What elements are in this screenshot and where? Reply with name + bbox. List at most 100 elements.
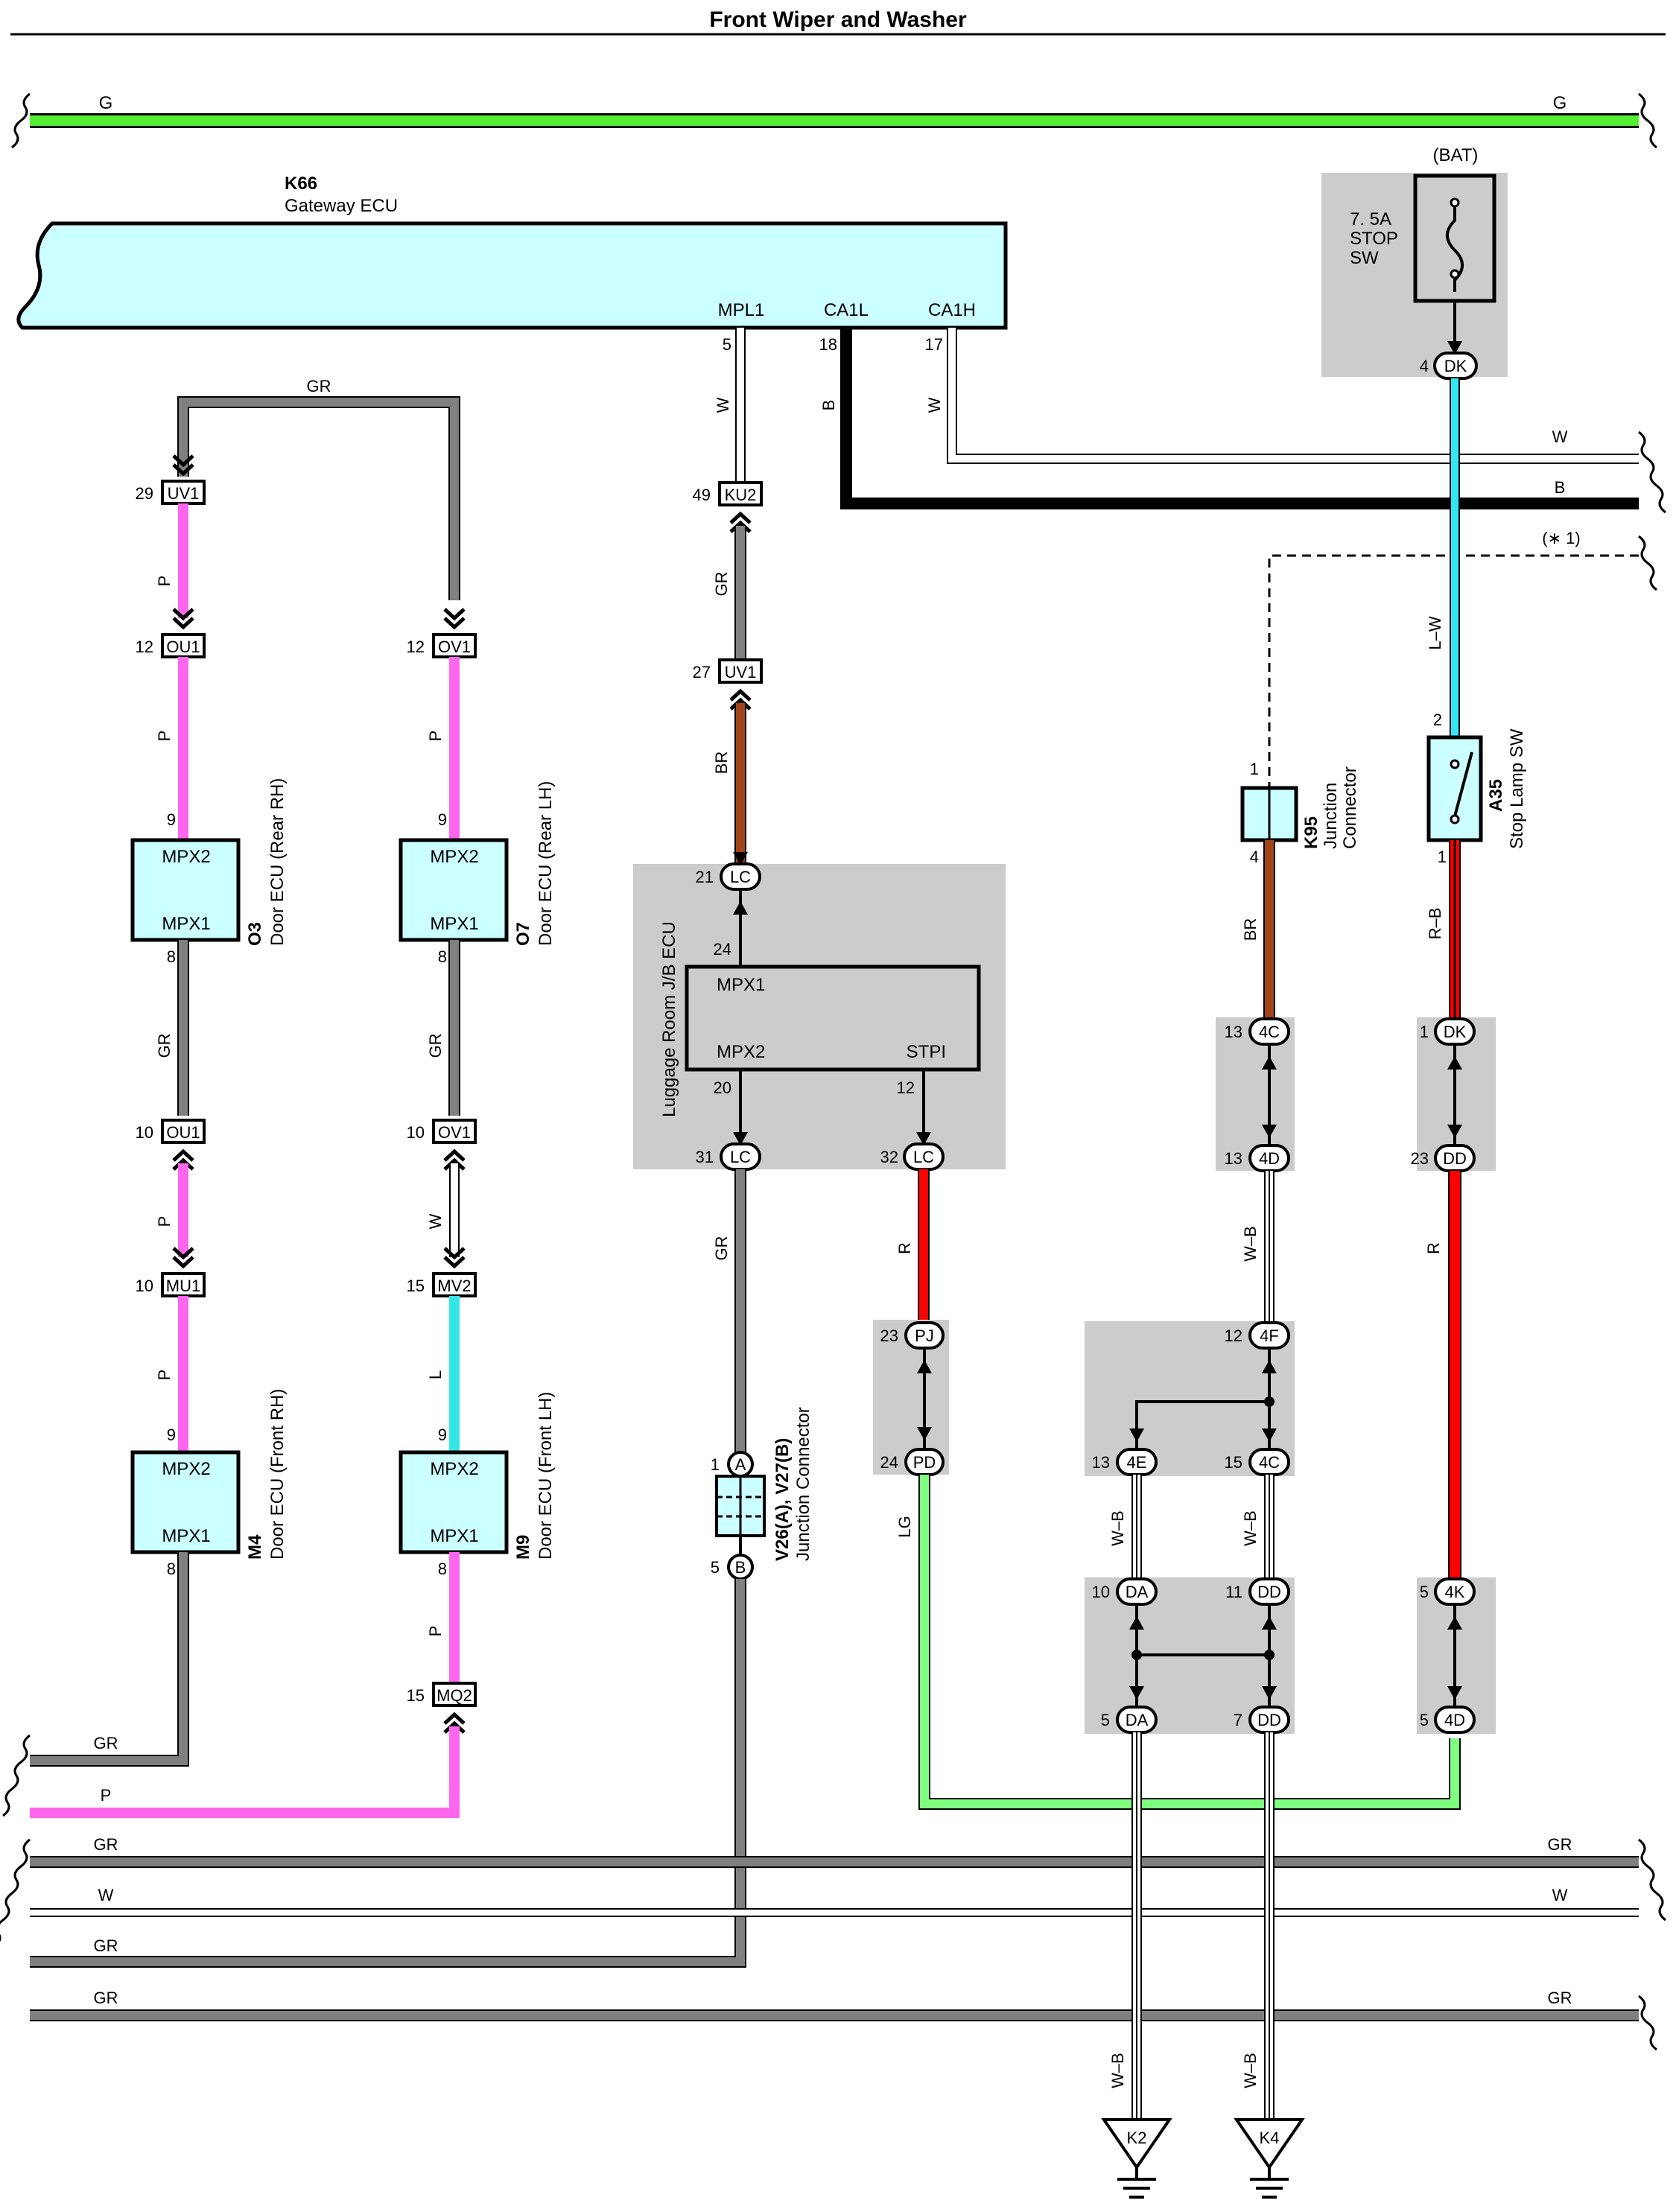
b4-c1: DA <box>1126 1583 1149 1601</box>
left-c2-pin: 12 <box>136 638 153 656</box>
pd-name: PD <box>913 1453 936 1472</box>
mid-ecu2-name: Door ECU (Front LH) <box>536 1392 556 1560</box>
optional-line: (∗ 1) <box>1268 529 1639 788</box>
k95-pin-bot: 4 <box>1250 848 1259 866</box>
ground-2-wire-label: W–B <box>1241 2053 1260 2088</box>
mid-c4-name: MQ2 <box>437 1686 472 1705</box>
right-break-note <box>1638 535 1657 591</box>
mid-ecu1-pin-bot: 8 <box>438 947 447 966</box>
left-ecu1-pin-bot: 8 <box>167 947 176 966</box>
wire-lw-label: L–W <box>1426 616 1444 649</box>
b3-cr: 4C <box>1259 1453 1280 1472</box>
center-w3-label: GR <box>712 1236 731 1261</box>
fuse-bat-label: (BAT) <box>1433 145 1479 165</box>
b3-ctop: 4F <box>1260 1326 1279 1345</box>
b5-c1: 4K <box>1445 1583 1465 1601</box>
left-c1-pin: 29 <box>136 484 153 503</box>
b4-c2: DD <box>1257 1583 1281 1601</box>
center-c2-name: UV1 <box>725 663 757 681</box>
jb-conn-r: LC <box>913 1148 934 1166</box>
left-ecu2-name: Door ECU (Front RH) <box>267 1389 288 1560</box>
mid-w1-label: P <box>426 731 445 742</box>
center-branch: KU2 49 GR UV1 27 BR Luggage Room J/B ECU… <box>30 481 1461 1968</box>
stop-lamp-switch: 2 A35 Stop Lamp SW 1 <box>1426 711 1527 866</box>
gateway-pin-ca1l-num: 18 <box>819 335 837 354</box>
mid-branch: OV1 12 P 9 MPX2 MPX1 O7 Door ECU (Rear L… <box>30 609 556 1818</box>
stop-lamp-pin-top: 2 <box>1433 711 1442 729</box>
b2-c1: DK <box>1444 1023 1467 1041</box>
b3-wire-l-label: W–B <box>1108 1510 1127 1546</box>
b3-ptop: 12 <box>1225 1326 1242 1345</box>
gateway-ecu: K66 Gateway ECU MPL1 CA1L CA1H 5 18 17 <box>16 174 1008 354</box>
right-break-top <box>1638 430 1666 514</box>
wire-ca1h-exit-label: W <box>1552 428 1568 446</box>
mid-c2-pin: 10 <box>407 1123 425 1142</box>
b1-p1: 13 <box>1225 1023 1242 1041</box>
left-ecu2-top: MPX2 <box>162 1459 210 1479</box>
page-title: Front Wiper and Washer <box>709 7 967 32</box>
jb-pin-in: 21 <box>696 868 714 886</box>
wire-k95-br: BR <box>1241 840 1275 1017</box>
mid-w4-label: L <box>426 1370 445 1379</box>
jb-inner-r: 12 <box>897 1078 915 1097</box>
left-ecu1-name: Door ECU (Rear RH) <box>267 778 288 946</box>
bus-1-left-label: GR <box>94 1734 118 1752</box>
v26-code: V26(A), V27(B) <box>772 1438 793 1561</box>
b2-p2: 23 <box>1411 1149 1429 1168</box>
jb-conn-in: LC <box>730 868 751 886</box>
jb-ecu-name: Luggage Room J/B ECU <box>659 921 679 1117</box>
mid-ecu2-top: MPX2 <box>430 1459 478 1479</box>
ground-1-icon <box>1117 2167 1156 2199</box>
mid-ecu2-bot: MPX1 <box>430 1526 478 1546</box>
k95-code: K95 <box>1301 816 1321 849</box>
stop-lamp-pin-bot: 1 <box>1438 848 1447 866</box>
left-c4-name: MU1 <box>166 1277 200 1295</box>
b1-wire-label: W–B <box>1241 1226 1260 1262</box>
center-w2-label: BR <box>712 751 731 775</box>
v26-a: A <box>735 1455 746 1474</box>
k95-name-2: Connector <box>1340 766 1360 849</box>
left-top-wire-label: GR <box>307 377 331 395</box>
center-wlg-label: LG <box>895 1516 914 1537</box>
center-c2-pin: 27 <box>693 663 711 681</box>
mid-ecu1-pin-top: 9 <box>438 810 447 829</box>
jb-lbl-r: STPI <box>907 1042 946 1062</box>
wire-k95-br-label: BR <box>1241 918 1260 941</box>
b4-p2: 11 <box>1225 1583 1242 1601</box>
b4-p3: 5 <box>1101 1711 1110 1729</box>
stop-lamp-name: Stop Lamp SW <box>1507 728 1527 849</box>
left-ecu2-pin-bot: 8 <box>167 1560 176 1578</box>
ground-2-code: K4 <box>1260 2129 1280 2147</box>
left-ecu1-top: MPX2 <box>162 847 210 867</box>
gateway-pin-ca1l-name: CA1L <box>824 300 869 320</box>
jb-pin-l: 31 <box>696 1148 714 1166</box>
bus-5-left-label: GR <box>94 1936 118 1955</box>
wire-rb-label: R–B <box>1426 908 1444 940</box>
jb-inner-l: 20 <box>714 1078 731 1097</box>
b5-p2: 5 <box>1420 1711 1429 1729</box>
v26-pin-a: 1 <box>711 1455 720 1474</box>
ground-2-triangle <box>1234 2118 1305 2170</box>
b2-c2: DD <box>1443 1149 1467 1168</box>
mid-c3-name: MV2 <box>437 1277 471 1295</box>
ground-1-triangle <box>1101 2118 1172 2170</box>
wire-rb: R–B <box>1426 840 1461 1017</box>
b3-pl: 13 <box>1092 1453 1110 1472</box>
left-w2-label: P <box>155 731 174 742</box>
top-bus-label-right: G <box>1553 93 1567 113</box>
wire-ca1l-label: B <box>819 400 838 411</box>
ground-1-code: K2 <box>1127 2129 1147 2147</box>
mid-ecu1-top: MPX2 <box>430 847 478 867</box>
k95-name-1: Junction <box>1321 783 1341 849</box>
left-ecu1-code: O3 <box>245 922 265 946</box>
switch-icon <box>1453 751 1473 817</box>
ground-2-icon <box>1250 2167 1289 2199</box>
b4-c3: DA <box>1126 1711 1149 1729</box>
wire-lw: L–W <box>1426 378 1460 737</box>
mid-c1-pin: 12 <box>407 638 425 656</box>
b3-wire-r-label: W–B <box>1241 1510 1260 1546</box>
jb-lbl-l: MPX2 <box>717 1042 765 1062</box>
gateway-pin-ca1h-name: CA1H <box>928 300 976 320</box>
bus-4-left-label: W <box>98 1886 114 1904</box>
